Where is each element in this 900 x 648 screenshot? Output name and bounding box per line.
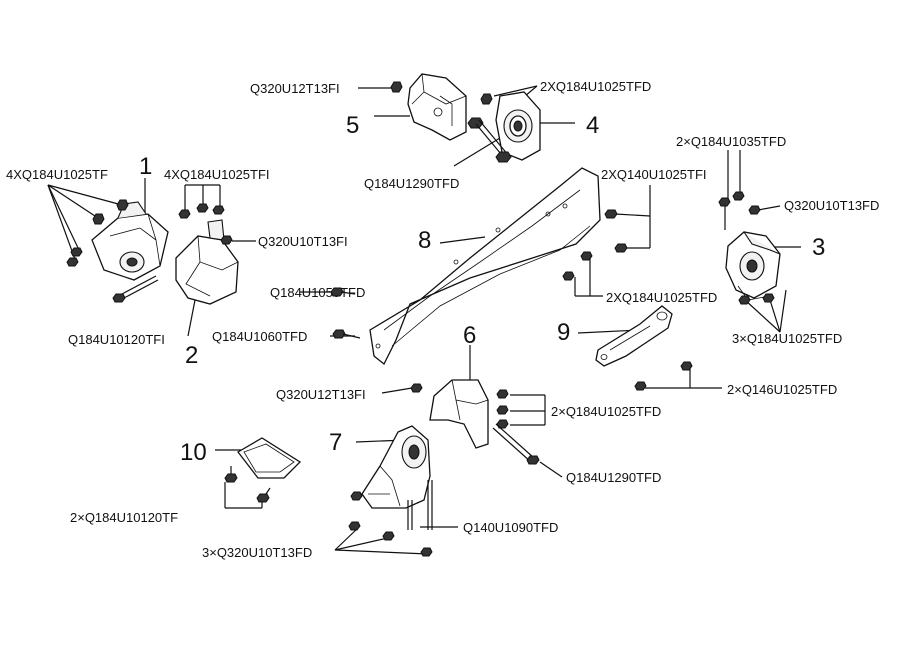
label-q184u10120tf: Q184U10120TFI [68, 332, 165, 347]
callout-5: 5 [346, 112, 359, 139]
part-2-bracket [175, 203, 239, 305]
label-2xq140u1025tfd: 2XQ140U1025TFI [601, 167, 707, 182]
part-8-crossmember [369, 167, 601, 366]
bolts-146 [634, 361, 693, 391]
callout-6: 6 [463, 322, 476, 349]
label-2xq184u1025tfd-top: 2XQ184U1025TFD [540, 79, 651, 94]
label-q184u1290tfd-low: Q184U1290TFD [566, 470, 661, 485]
bolts-near-8 [330, 209, 628, 339]
label-2xq184u10120tf: 2×Q184U10120TF [70, 510, 178, 525]
label-q320u10t13fd-right: Q320U10T13FD [784, 198, 879, 213]
label-2xq146u1025tfd: 2×Q146U1025TFD [727, 382, 837, 397]
callout-3: 3 [812, 234, 825, 261]
callout-10: 10 [180, 439, 207, 466]
label-q320u12t13f-top: Q320U12T13FI [250, 81, 340, 96]
label-3xq320u10t13fd: 3×Q320U10T13FD [202, 545, 312, 560]
callout-1: 1 [139, 153, 152, 180]
part-7-mount [348, 425, 433, 557]
label-2xq184u1025tfd-low: 2×Q184U1025TFD [551, 404, 661, 419]
part-4-mount [467, 91, 541, 163]
part-3-mount [718, 191, 781, 305]
part-9-strap [595, 305, 673, 367]
label-4xq184u1025tfd-mid: 4XQ184U1025TFI [164, 167, 270, 182]
callout-7: 7 [329, 429, 342, 456]
callout-8: 8 [418, 227, 431, 254]
label-q320u12t13f-low: Q320U12T13FI [276, 387, 366, 402]
label-2xq184u1035tfd: 2×Q184U1035TFD [676, 134, 786, 149]
part-10-plate [224, 437, 302, 503]
label-2xq184u1025tfd-mid: 2XQ184U1025TFD [606, 290, 717, 305]
label-q184u1290tfd-top: Q184U1290TFD [364, 176, 459, 191]
part-5-bracket [390, 73, 467, 141]
label-q320u10t13f-mid: Q320U10T13FI [258, 234, 348, 249]
label-q140u1090tfd: Q140U1090TFD [463, 520, 558, 535]
callout-4: 4 [586, 112, 599, 139]
part-6-bracket [410, 379, 540, 465]
label-4xq184u1025tf-left: 4XQ184U1025TF [6, 167, 108, 182]
label-q184u1060tfd: Q184U1060TFD [212, 329, 307, 344]
label-3xq184u1025tfd: 3×Q184U1025TFD [732, 331, 842, 346]
callout-9: 9 [557, 319, 570, 346]
callout-2: 2 [185, 342, 198, 369]
part-1-mount [66, 199, 169, 303]
